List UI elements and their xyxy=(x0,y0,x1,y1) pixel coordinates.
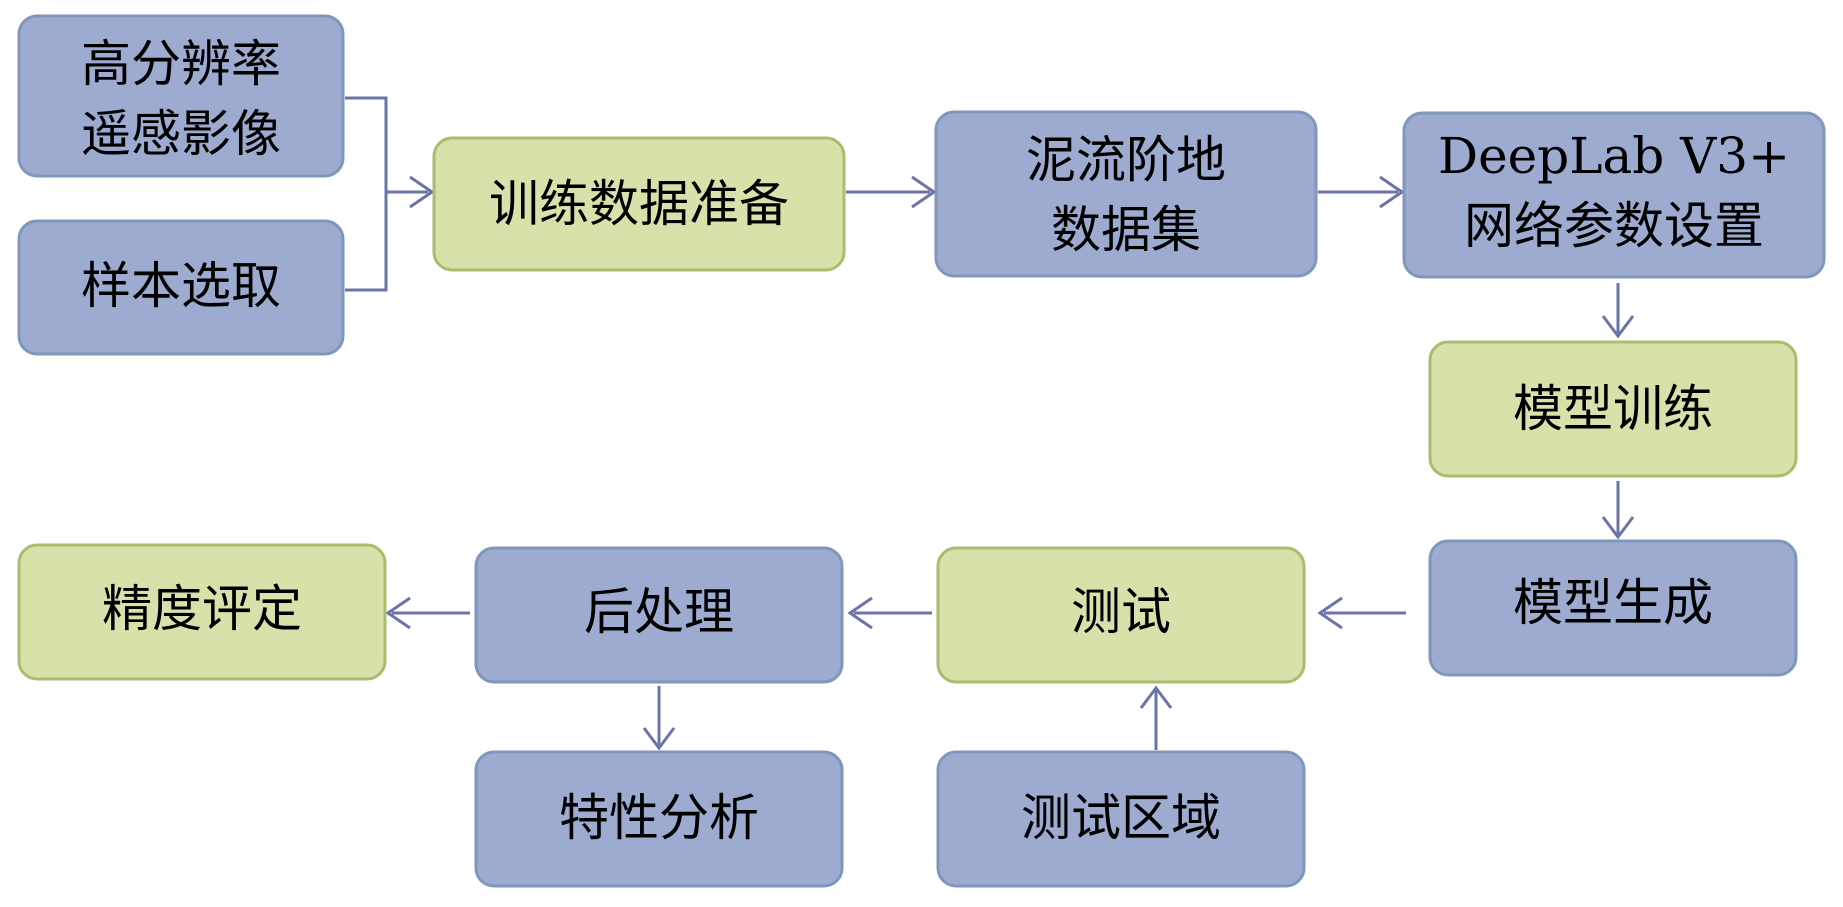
edge-training-prep-to-dataset-arrowhead xyxy=(911,175,937,209)
edge-network-to-training-arrowhead xyxy=(1601,315,1635,339)
node-debris-flow-dataset-line-2: 数据集 xyxy=(1051,201,1201,259)
node-model-generation: 模型生成 xyxy=(1428,539,1798,677)
edge-test-area-to-testing-arrowhead xyxy=(1139,685,1173,709)
edge-testing-to-postprocessing-arrowhead xyxy=(847,596,873,630)
edge-postprocessing-to-accuracy-arrowhead xyxy=(385,596,411,630)
node-test-area-line-1: 测试区域 xyxy=(1021,789,1221,847)
node-model-generation-line-1: 模型生成 xyxy=(1513,574,1713,632)
node-high-res-imagery-line-1: 高分辨率 xyxy=(81,35,281,93)
node-characteristic-analysis-line-1: 特性分析 xyxy=(559,789,759,847)
node-post-processing-line-1: 后处理 xyxy=(584,583,734,641)
edge-generation-to-testing-arrowhead xyxy=(1317,596,1343,630)
node-accuracy-evaluation-line-1: 精度评定 xyxy=(102,580,302,638)
node-debris-flow-dataset: 泥流阶地 数据集 xyxy=(934,110,1318,278)
node-debris-flow-dataset-line-1: 泥流阶地 xyxy=(1026,131,1226,189)
edge-inputs-bracket xyxy=(345,96,388,292)
node-testing: 测试 xyxy=(936,546,1306,684)
node-accuracy-evaluation: 精度评定 xyxy=(17,543,387,681)
node-network-params: DeepLab V3+ 网络参数设置 xyxy=(1402,111,1826,279)
node-post-processing: 后处理 xyxy=(474,546,844,684)
node-training-data-prep: 训练数据准备 xyxy=(432,136,846,272)
node-characteristic-analysis: 特性分析 xyxy=(474,750,844,888)
node-model-training: 模型训练 xyxy=(1428,340,1798,478)
node-model-training-line-1: 模型训练 xyxy=(1513,380,1713,438)
edge-bracket-to-training-prep-arrowhead xyxy=(409,175,435,209)
node-sample-selection-line-1: 样本选取 xyxy=(81,257,281,315)
node-network-params-line-2: 网络参数设置 xyxy=(1464,197,1764,255)
node-sample-selection: 样本选取 xyxy=(17,219,345,356)
node-network-params-line-1: DeepLab V3+ xyxy=(1438,127,1790,185)
edges xyxy=(345,96,1635,751)
node-training-data-prep-line-1: 训练数据准备 xyxy=(489,175,789,233)
node-test-area: 测试区域 xyxy=(936,750,1306,888)
edge-dataset-to-network-arrowhead xyxy=(1379,175,1405,209)
edge-training-to-generation-arrowhead xyxy=(1601,516,1635,540)
node-high-res-imagery: 高分辨率 遥感影像 xyxy=(17,14,345,178)
node-high-res-imagery-line-2: 遥感影像 xyxy=(81,105,281,163)
node-testing-line-1: 测试 xyxy=(1071,583,1171,641)
edge-postprocessing-to-analysis-arrowhead xyxy=(642,727,676,751)
